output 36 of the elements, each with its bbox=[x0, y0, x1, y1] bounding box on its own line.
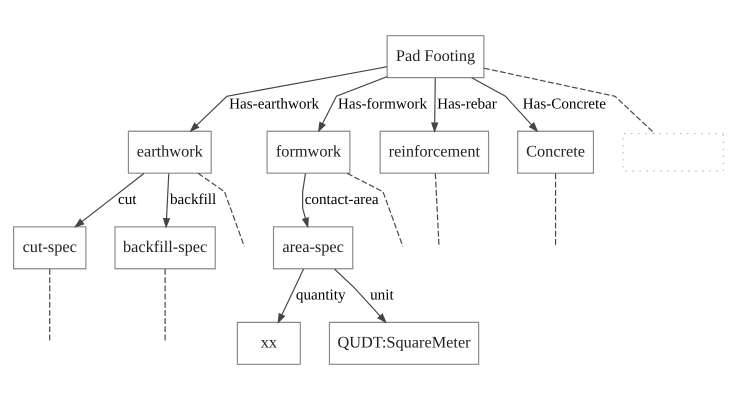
arrow bbox=[74, 172, 144, 228]
edge-label: quantity bbox=[296, 286, 346, 304]
node-box: formwork bbox=[266, 130, 350, 174]
arrow bbox=[302, 173, 309, 228]
edge-label: cut bbox=[118, 190, 136, 208]
connector bbox=[346, 172, 404, 247]
connector bbox=[198, 172, 245, 247]
connector bbox=[49, 269, 50, 342]
connector bbox=[484, 68, 655, 134]
arrow bbox=[318, 76, 388, 133]
node-box: backfill-spec bbox=[114, 226, 216, 270]
node-box: earthwork bbox=[128, 130, 212, 174]
edge-label: contact-area bbox=[304, 190, 379, 208]
edge-label: Has-rebar bbox=[437, 95, 497, 112]
node-box bbox=[622, 132, 724, 172]
arrow bbox=[278, 268, 304, 324]
edge-label: unit bbox=[370, 286, 394, 304]
node-box: Pad Footing bbox=[386, 35, 484, 78]
node-box: QUDT:SquareMeter bbox=[328, 322, 480, 365]
arrow bbox=[189, 66, 388, 132]
node-box: reinforcement bbox=[380, 130, 490, 174]
connector bbox=[554, 174, 556, 246]
node-box: area-spec bbox=[272, 226, 354, 270]
connector bbox=[434, 174, 440, 247]
arrow bbox=[471, 77, 538, 132]
connector bbox=[164, 269, 166, 342]
arrow bbox=[431, 78, 438, 133]
node-box: Concrete bbox=[517, 130, 594, 174]
edge-label: backfill bbox=[170, 190, 216, 208]
edge-label: Has-formwork bbox=[338, 95, 428, 112]
arrow bbox=[334, 268, 387, 324]
edge-label: Has-earthwork bbox=[229, 95, 320, 112]
node-box: cut-spec bbox=[13, 226, 86, 270]
arrow bbox=[162, 174, 170, 229]
node-box: xx bbox=[236, 322, 301, 365]
edge-label: Has-Concrete bbox=[522, 95, 606, 112]
